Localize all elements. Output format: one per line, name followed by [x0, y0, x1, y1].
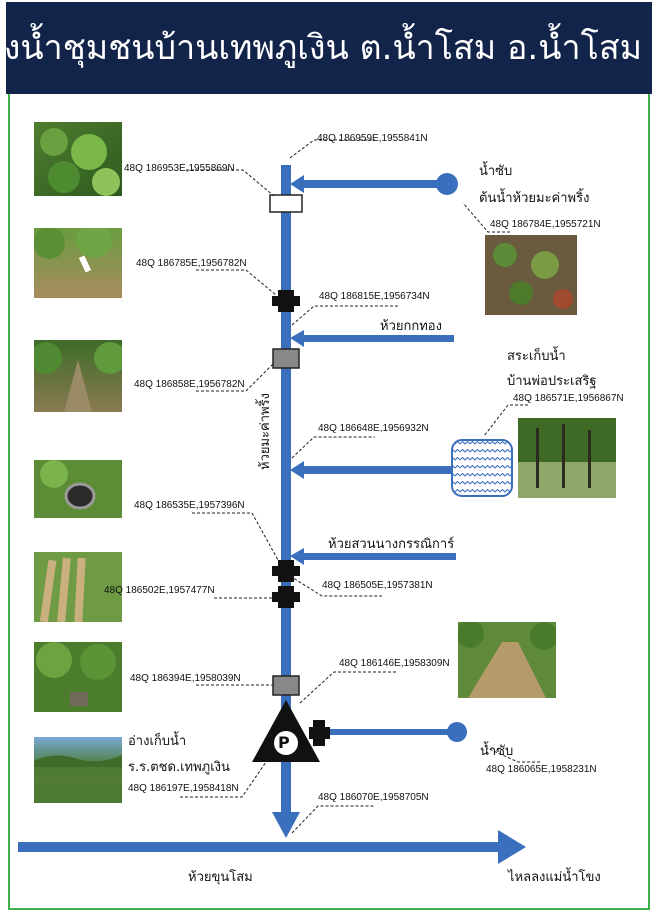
main-stream-line — [281, 165, 291, 825]
photo-forest-stream — [34, 642, 122, 712]
spring-bottom-dot — [447, 722, 467, 742]
label-source-bottom: น้ำซับ — [480, 744, 514, 759]
pump-symbol-p: P — [278, 733, 290, 752]
coord-c10: 48Q 186505E,1957381N — [322, 580, 433, 591]
reservoir-pond-icon — [451, 439, 513, 497]
reservoir-pond-arrowhead — [290, 461, 304, 479]
leader-c4 — [196, 269, 277, 296]
page-title: ผังน้ำชุมชนบ้านเทพภูเงิน ต.น้ำโสม อ.น้ำโ… — [0, 28, 642, 68]
photo-pipeline-path — [458, 622, 556, 698]
coord-c4: 48Q 186785E,1956782N — [136, 258, 247, 269]
coord-c15: 48Q 186197E,1958418N — [128, 783, 239, 794]
label-main-stream: ห้วยมะค่าพริ้ง — [258, 393, 273, 470]
photo-school-reservoir — [34, 737, 122, 803]
leader-c1 — [289, 139, 375, 159]
coord-c13: 48Q 186394E,1958039N — [130, 673, 241, 684]
pump-station — [252, 700, 330, 762]
photo-spring-vegetation — [34, 122, 122, 196]
gate-valve-3 — [272, 586, 300, 608]
leader-c10 — [289, 575, 382, 597]
bottom-stream-arrowhead — [498, 830, 526, 864]
tributary-kok-thong-arrowhead — [290, 330, 304, 347]
label-school-reservoir-name: ร.ร.ตชด.เทพภูเงิน — [128, 760, 230, 775]
check-dam-marker-2 — [272, 675, 300, 696]
tributary-kok-thong — [290, 330, 454, 347]
photo-pipe-slope — [34, 228, 122, 298]
reservoir-pond — [290, 439, 513, 497]
photo-culvert-pipe — [34, 460, 122, 518]
photo-log-bridge — [34, 552, 122, 622]
leader-c3 — [462, 202, 510, 233]
pump-side-valve-bar — [309, 727, 330, 739]
coord-c11: 48Q 186502E,1957477N — [104, 585, 215, 596]
pump-circle — [274, 731, 298, 755]
coord-c6: 48Q 186858E,1956782N — [134, 379, 245, 390]
label-tributary-kok-thong: ห้วยกกทอง — [380, 319, 442, 334]
leader-c14 — [486, 747, 540, 763]
label-reservoir-pond: สระเก็บน้ำ — [507, 349, 566, 364]
check-dam-marker-1 — [272, 348, 300, 369]
coord-c8: 48Q 186648E,1956932N — [318, 423, 429, 434]
coord-c16: 48Q 186070E,1958705N — [318, 792, 429, 803]
label-school-reservoir: อ่างเก็บน้ำ — [128, 734, 187, 749]
leader-c12 — [299, 671, 398, 704]
gate-valve-2-bar — [272, 566, 300, 576]
coord-c3: 48Q 186784E,1955721N — [490, 219, 601, 230]
gate-valve-1-bar — [272, 296, 300, 306]
gate-valve-1 — [272, 290, 300, 312]
coord-c9: 48Q 186535E,1957396N — [134, 500, 245, 511]
main-stream — [272, 165, 300, 838]
tributary-kok-thong-line — [302, 335, 454, 342]
tributary-suan-nang-arrowhead — [290, 548, 304, 565]
spring-top — [290, 173, 458, 195]
photo-spring-forest-floor — [485, 235, 577, 315]
pump-side-valve — [309, 720, 330, 746]
leader-c16 — [291, 805, 374, 834]
spring-top-arrowhead — [290, 175, 304, 193]
diagram-frame — [8, 94, 650, 910]
label-bottom-stream: ห้วยขุนโสม — [188, 870, 253, 885]
tributary-suan-nang-line — [302, 553, 456, 560]
coord-c7: 48Q 186571E,1956867N — [513, 393, 624, 404]
leader-c2 — [186, 169, 275, 197]
bottom-stream-line — [18, 842, 500, 852]
label-source-top: น้ำซับ — [479, 164, 513, 179]
photo-pond-trees — [518, 418, 616, 498]
title-banner: ผังน้ำชุมชนบ้านเทพภูเงิน ต.น้ำโสม อ.น้ำโ… — [0, 2, 652, 94]
coord-c12: 48Q 186146E,1958309N — [339, 658, 450, 669]
spring-bottom — [328, 722, 467, 742]
leader-c15 — [180, 761, 267, 798]
spring-top-flow — [302, 180, 440, 188]
reservoir-pond-flow — [302, 466, 452, 474]
spring-bottom-flow — [328, 729, 450, 735]
weir-marker-white — [269, 194, 303, 213]
label-tributary-suan-nang: ห้วยสวนนางกรรณิการ์ — [328, 537, 455, 552]
spring-top-dot — [436, 173, 458, 195]
leader-c5 — [291, 305, 400, 326]
bottom-stream — [18, 830, 526, 864]
photo-stream-path — [34, 340, 122, 412]
leader-c8 — [291, 436, 375, 459]
coord-c14: 48Q 186065E,1958231N — [486, 764, 597, 775]
tributary-suan-nang — [290, 548, 456, 565]
label-source-top-name: ต้นน้ำห้วยมะค่าพริ้ง — [479, 191, 590, 206]
coord-c2: 48Q 186953E,1955869N — [124, 163, 235, 174]
leader-c6 — [196, 363, 274, 392]
leader-c7 — [483, 404, 528, 437]
gate-valve-3-bar — [272, 592, 300, 602]
leader-c9 — [192, 512, 279, 561]
coord-c1: 48Q 186959E,1955841N — [317, 133, 428, 144]
main-stream-arrowhead — [272, 812, 300, 838]
gate-valve-2 — [272, 560, 300, 582]
coord-c5: 48Q 186815E,1956734N — [319, 291, 430, 302]
label-outflow: ไหลลงแม่น้ำโขง — [508, 870, 601, 885]
label-reservoir-pond-name: บ้านพ่อประเสริฐ — [507, 374, 597, 389]
